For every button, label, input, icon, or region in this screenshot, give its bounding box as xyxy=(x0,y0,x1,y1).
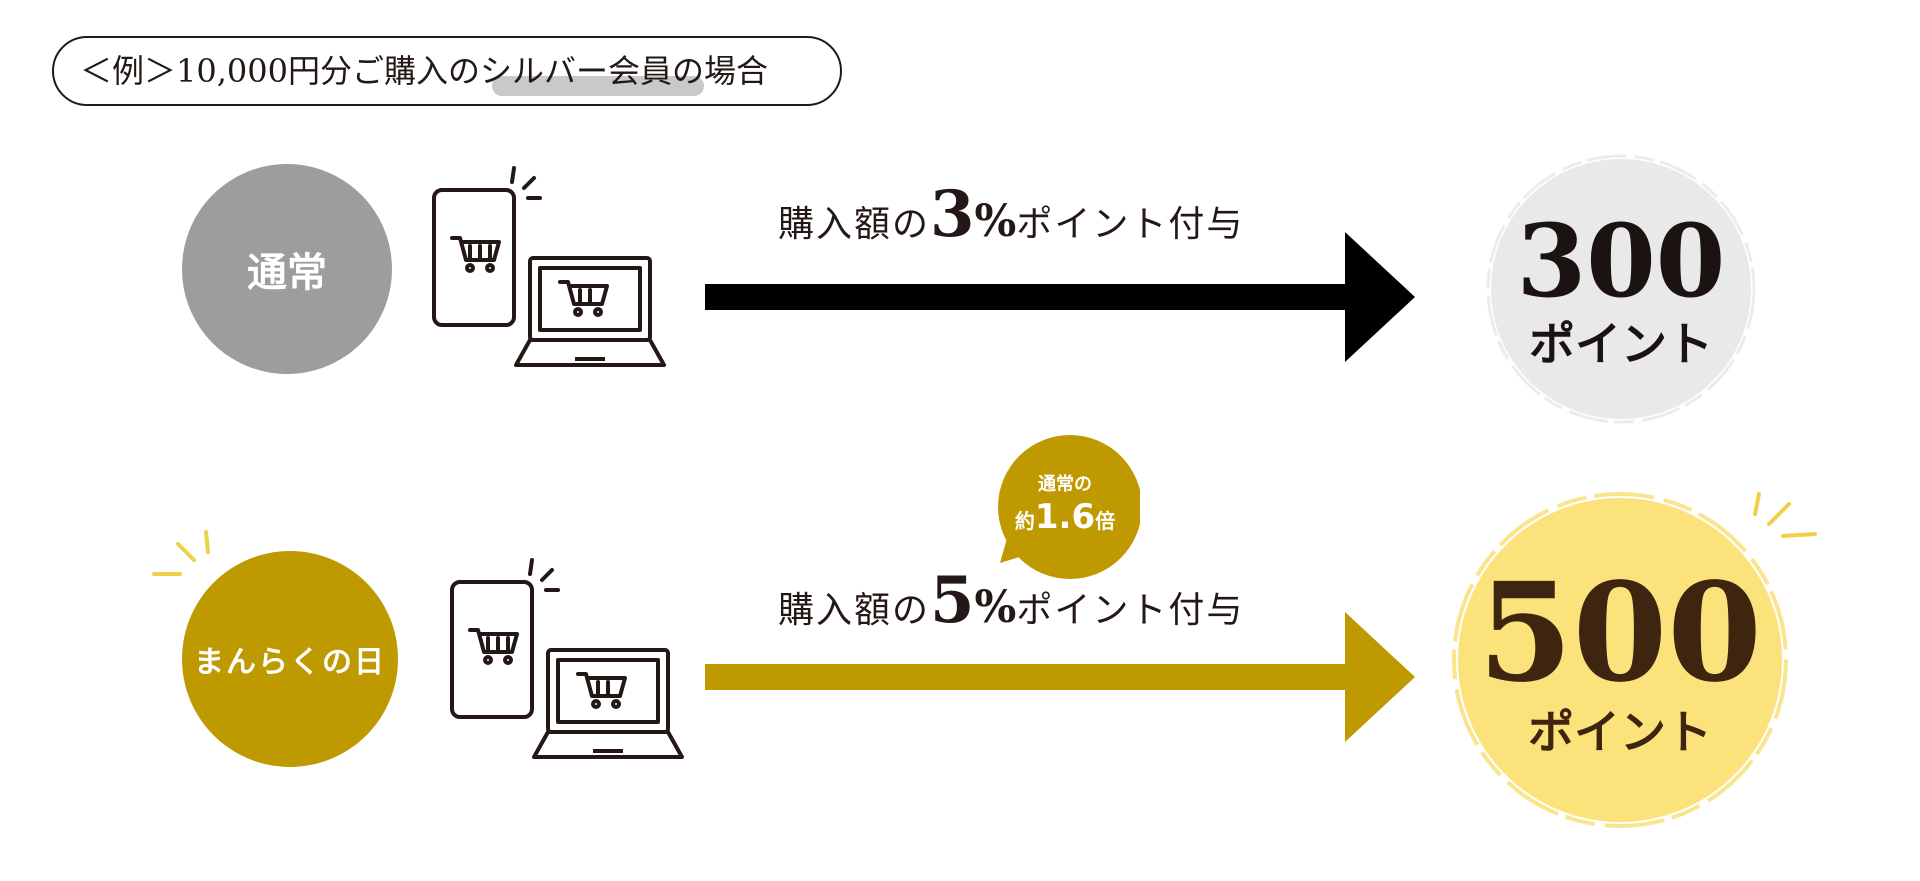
callout-suffix: 倍 xyxy=(1095,509,1116,533)
devices-icon-normal xyxy=(432,166,666,367)
result-value: 500 xyxy=(1478,553,1762,713)
highlight-marker xyxy=(492,76,704,96)
normal-rate-label: 購入額の3%ポイント付与 xyxy=(778,170,1244,270)
callout-line1: 通常の xyxy=(1038,474,1092,495)
cart-icon xyxy=(450,236,501,273)
smartphone-icon xyxy=(432,188,516,327)
rate-prefix: 購入額の xyxy=(778,590,931,631)
comparison-callout-bubble: 通常の 約1.6倍 xyxy=(990,435,1140,585)
devices-icon-manraku xyxy=(450,558,684,759)
result-unit: ポイント xyxy=(1528,705,1712,759)
rate-number: 5 xyxy=(930,563,975,638)
rate-number: 3 xyxy=(930,177,975,252)
spark-lines-icon xyxy=(510,166,542,200)
smartphone-icon xyxy=(450,580,534,719)
manraku-day-badge-label: まんらくの日 xyxy=(194,645,386,680)
result-value: 300 xyxy=(1516,202,1726,320)
manraku-result-circle: 500 ポイント xyxy=(1450,490,1790,830)
laptop-icon xyxy=(532,648,684,759)
callout-prefix: 約 xyxy=(1014,509,1035,533)
normal-result-circle: 300 ポイント xyxy=(1486,154,1756,424)
example-header-pill: ＜例＞10,000円分ご購入のシルバー会員の場合 xyxy=(52,36,842,106)
normal-arrow xyxy=(705,232,1415,362)
rate-suffix: ポイント付与 xyxy=(1016,204,1245,245)
normal-day-badge-label: 通常 xyxy=(247,249,327,296)
manraku-rate-label: 購入額の5%ポイント付与 xyxy=(778,556,1244,656)
spark-lines-icon xyxy=(528,558,560,592)
speech-bubble-shape xyxy=(998,435,1140,579)
callout-value: 1.6 xyxy=(1034,497,1096,537)
result-unit: ポイント xyxy=(1529,317,1713,371)
cart-icon xyxy=(558,280,609,317)
badge-spark-icon xyxy=(152,530,210,576)
result-spark-icon xyxy=(1753,492,1817,538)
rate-unit: % xyxy=(974,196,1017,247)
rate-unit: % xyxy=(974,582,1017,633)
brush-circle-manraku xyxy=(1452,492,1788,828)
rate-suffix: ポイント付与 xyxy=(1016,590,1245,631)
cart-icon xyxy=(576,672,627,709)
manraku-day-badge: まんらくの日 xyxy=(182,551,398,767)
laptop-icon xyxy=(514,256,666,367)
manraku-arrow xyxy=(705,612,1415,742)
normal-day-badge: 通常 xyxy=(182,164,392,374)
example-header-text: ＜例＞10,000円分ご購入のシルバー会員の場合 xyxy=(80,52,768,90)
brush-circle-normal xyxy=(1486,154,1756,424)
rate-prefix: 購入額の xyxy=(778,204,931,245)
cart-icon xyxy=(468,628,519,665)
